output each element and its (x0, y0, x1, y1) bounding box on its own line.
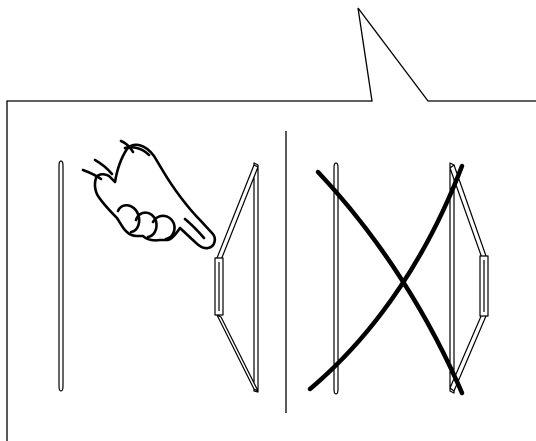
plate-edge-left (59, 161, 63, 391)
panel-incorrect (310, 163, 488, 394)
plate-edge-right (334, 163, 338, 394)
folding-panel-incorrect (450, 163, 488, 393)
